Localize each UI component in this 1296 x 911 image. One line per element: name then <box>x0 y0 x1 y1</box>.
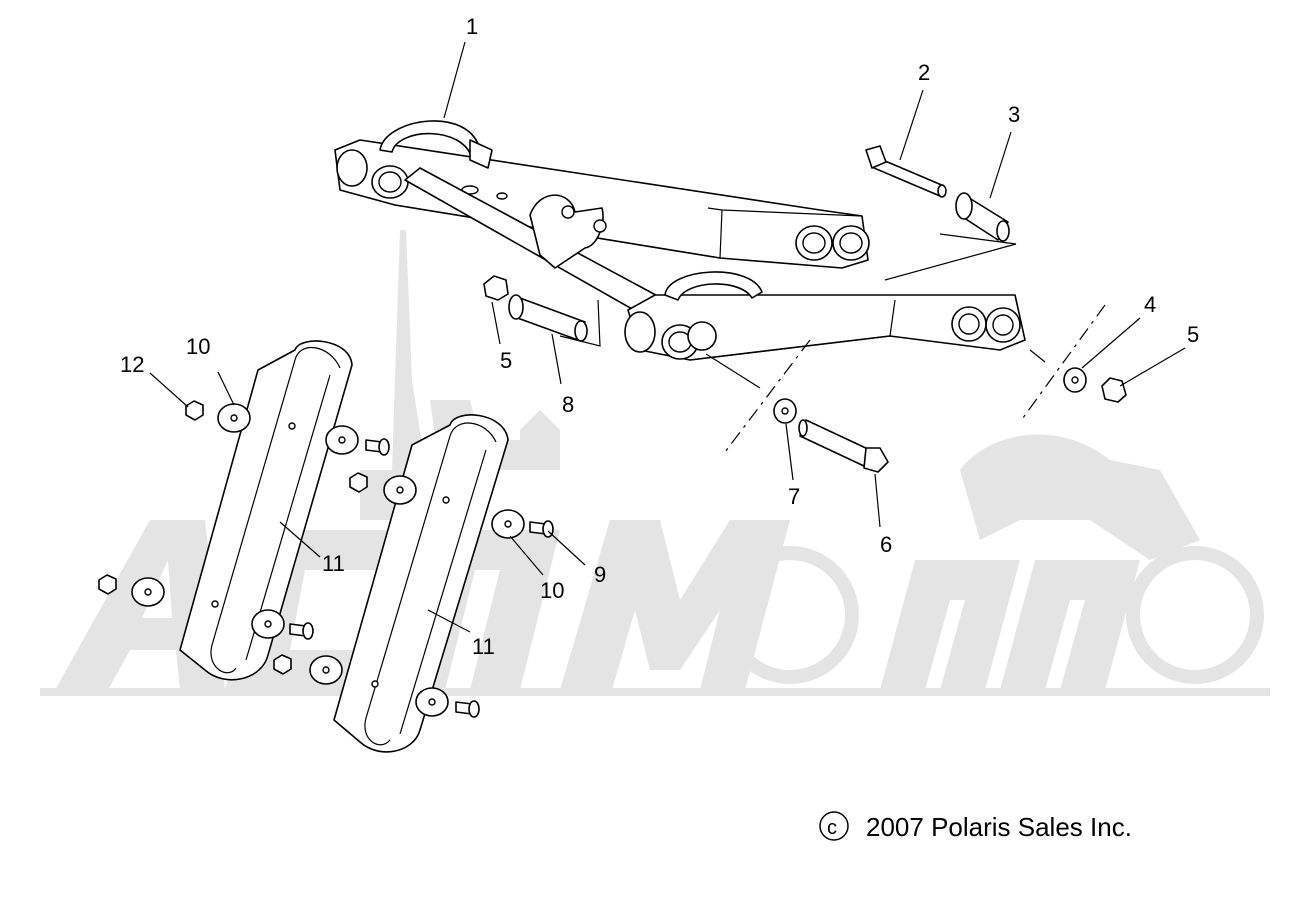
callout-3: 3 <box>1008 102 1020 127</box>
callout-10-top: 10 <box>186 334 210 359</box>
bushing-3 <box>955 192 1010 242</box>
bolt-6 <box>798 419 889 473</box>
nut-12-low <box>273 654 292 675</box>
assembly-lines <box>559 233 1106 453</box>
nut-5-left <box>483 275 509 301</box>
callout-labels: 1 2 3 4 5 5 6 7 8 9 10 10 11 11 12 <box>120 14 1199 659</box>
leader-lines <box>149 41 1186 633</box>
copyright-notice: c 2007 Polaris Sales Inc. <box>819 811 1132 842</box>
link-plate-11-right <box>333 414 509 753</box>
washer-10-top <box>217 403 251 433</box>
callout-6: 6 <box>880 532 892 557</box>
bolt-9-top <box>365 438 390 456</box>
washer-10-mid <box>325 425 359 455</box>
washer-4 <box>1063 367 1087 393</box>
callout-9: 9 <box>594 562 606 587</box>
washer-10-right <box>491 509 525 539</box>
swing-arm-assembly <box>334 120 1026 361</box>
bolt-9-bottom <box>455 700 480 718</box>
callout-10-right: 10 <box>540 578 564 603</box>
callout-12: 12 <box>120 352 144 377</box>
bolt-9-low <box>289 622 314 640</box>
copyright-symbol: c <box>827 817 837 839</box>
callout-4: 4 <box>1144 292 1156 317</box>
nut-12-mid <box>349 472 368 493</box>
nut-5-right <box>1101 377 1127 403</box>
copyright-text: 2007 Polaris Sales Inc. <box>866 812 1132 842</box>
washer-10-mid2 <box>383 475 417 505</box>
callout-11-left: 11 <box>322 551 345 576</box>
washer-10-low <box>251 609 285 639</box>
nut-12-top <box>185 400 204 421</box>
washer-7 <box>773 398 797 424</box>
callout-8: 8 <box>562 392 574 417</box>
washer-10-low2 <box>309 655 343 685</box>
callout-5-left: 5 <box>500 348 512 373</box>
callout-1: 1 <box>466 14 478 39</box>
washer-10-lowleft <box>131 577 165 607</box>
washer-10-bottom <box>415 687 449 717</box>
callout-5-right: 5 <box>1187 322 1199 347</box>
nut-12-left <box>98 574 117 595</box>
callout-7: 7 <box>788 484 800 509</box>
callout-11-right: 11 <box>472 634 495 659</box>
bushing-8 <box>508 294 588 342</box>
bolt-2 <box>865 145 947 198</box>
callout-2: 2 <box>918 60 930 85</box>
